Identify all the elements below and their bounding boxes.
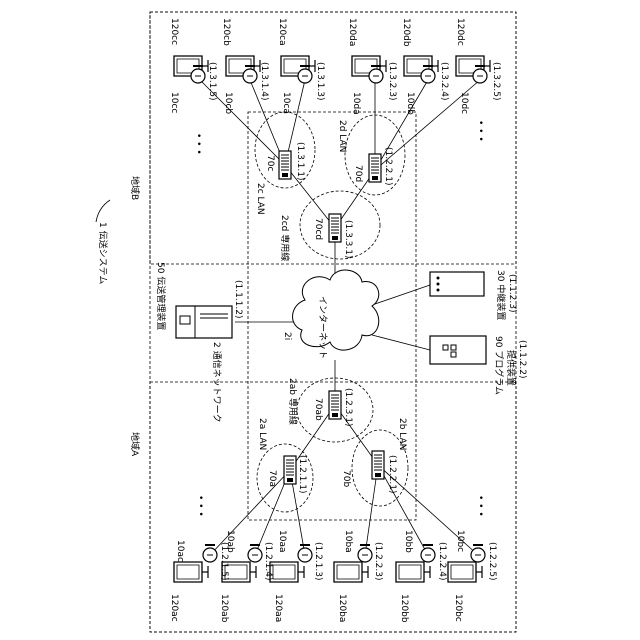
program-device-label1: 90 プログラム <box>493 336 505 395</box>
router-70c-label: 70c <box>265 155 275 171</box>
terminal-aa <box>270 544 312 582</box>
display-120cb-label: 120cb <box>221 18 231 46</box>
terminal-10aa-label: 10aa <box>277 530 287 552</box>
terminal-10cc-label: 10cc <box>169 92 179 113</box>
router-70cd-label: 70cd <box>313 218 323 240</box>
router-70a-label: 70a <box>267 470 277 487</box>
terminal-cb <box>226 56 260 83</box>
terminal-10dc-label: 10dc <box>459 92 469 114</box>
ellipsis-b-left: • • • <box>193 133 203 155</box>
internet-cloud <box>293 270 379 350</box>
display-120bb-label: 120bb <box>399 594 409 623</box>
terminal-dc <box>456 56 490 83</box>
internet-label: インターネット <box>317 296 328 359</box>
relay-device <box>430 272 484 296</box>
router-70cd <box>329 214 341 242</box>
terminal-10dc-addr: (1.3.2.5) <box>491 62 501 101</box>
display-120ca-label: 120ca <box>277 18 287 46</box>
router-70b <box>372 451 384 479</box>
system-label: 1 伝送システム <box>97 222 109 284</box>
terminal-db <box>404 56 438 83</box>
terminal-10ca-addr: (1.3.1.3) <box>315 62 325 101</box>
display-120db-label: 120db <box>401 18 411 47</box>
lan-c-label: 2c LAN <box>255 183 265 215</box>
comm-network-label: 2 通信ネットワーク <box>211 342 223 423</box>
terminal-10bb-label: 10bb <box>403 530 413 553</box>
mgmt-device <box>176 306 232 338</box>
router-70c <box>279 151 291 179</box>
terminal-10ab-label: 10ab <box>225 530 235 553</box>
mgmt-device-label: 50 伝送管理装置 <box>155 262 167 330</box>
terminal-10cb-addr: (1.3.1.4) <box>259 62 269 101</box>
display-120aa-label: 120aa <box>273 594 283 622</box>
terminal-10da-addr: (1.3.2.3) <box>387 62 397 101</box>
display-120bc-label: 120bc <box>453 594 463 622</box>
terminal-da <box>352 56 386 83</box>
terminal-10ba-label: 10ba <box>343 530 353 553</box>
program-device-addr: (1.1.2.2) <box>517 340 527 379</box>
display-120dc-label: 120dc <box>455 18 465 46</box>
terminal-bb <box>396 544 435 582</box>
terminal-10ca-label: 10ca <box>281 92 291 114</box>
lan-a-label: 2a LAN <box>257 418 267 450</box>
terminal-10ab-addr: (1.2.1.4) <box>263 542 273 581</box>
router-70ab-label: 70ab <box>313 398 323 421</box>
terminal-10cb-label: 10cb <box>223 92 233 114</box>
internet-ref: 2i <box>282 332 292 340</box>
program-device <box>430 336 486 364</box>
terminal-10bc-addr: (1.2.2.5) <box>487 542 497 581</box>
terminal-10cc-addr: (1.3.1.5) <box>207 62 217 101</box>
terminal-10bc-label: 10bc <box>455 530 465 552</box>
relay-device-label: 30 中継装置 <box>495 270 507 320</box>
region-b-label: 地域B <box>129 176 141 200</box>
router-70d-label: 70d <box>353 165 363 182</box>
ellipsis-a-right: • • • <box>475 495 485 517</box>
relay-device-addr: (1.1.2.3) <box>507 274 517 313</box>
display-120cc-label: 120cc <box>169 18 179 45</box>
router-70a-addr: (1.2.1.1) <box>297 455 307 494</box>
router-70d-addr: (1.2.2.1) <box>383 147 393 186</box>
display-120da-label: 120da <box>347 18 357 46</box>
router-70ab <box>329 391 341 419</box>
lan-b-label: 2b LAN <box>397 418 407 450</box>
terminal-10da-label: 10da <box>351 92 361 115</box>
mgmt-device-addr: (1.1.1.2) <box>233 280 243 319</box>
lan-d-label: 2d LAN <box>337 120 347 152</box>
region-a-label: 地域A <box>129 432 141 457</box>
terminal-10bb-addr: (1.2.2.4) <box>437 542 447 581</box>
terminal-10aa-addr: (1.2.1.3) <box>313 542 323 581</box>
ellipsis-b-right: • • • <box>475 120 485 142</box>
router-70a <box>284 456 296 484</box>
line-cd-label: 2cd 専用線 <box>279 215 291 261</box>
router-70d <box>369 154 381 182</box>
display-120ac-label: 120ac <box>169 594 179 622</box>
router-70cd-addr: (1.3.3.1) <box>343 220 353 259</box>
terminal-ca <box>281 56 315 83</box>
line-ab-label: 2ab 専用線 <box>287 378 299 425</box>
program-device-label2: 提供装置 <box>505 350 517 386</box>
terminal-cc <box>174 56 208 83</box>
ellipsis-a-left: • • • <box>195 495 205 517</box>
router-70b-addr: (1.2.2.1) <box>387 455 397 494</box>
router-70ab-addr: (1.2.3.1) <box>343 388 353 427</box>
terminal-10db-label: 10db <box>405 92 415 115</box>
terminal-bc <box>448 544 485 582</box>
system-arrow <box>96 200 110 222</box>
router-70c-addr: (1.3.1.1) <box>295 142 305 181</box>
terminal-10ac-label: 10ac <box>175 540 185 562</box>
router-70b-label: 70b <box>341 470 351 487</box>
terminal-10db-addr: (1.3.2.4) <box>439 62 449 101</box>
display-120ba-label: 120ba <box>337 594 347 622</box>
terminal-10ba-addr: (1.2.2.3) <box>373 542 383 581</box>
display-120ab-label: 120ab <box>219 594 229 623</box>
